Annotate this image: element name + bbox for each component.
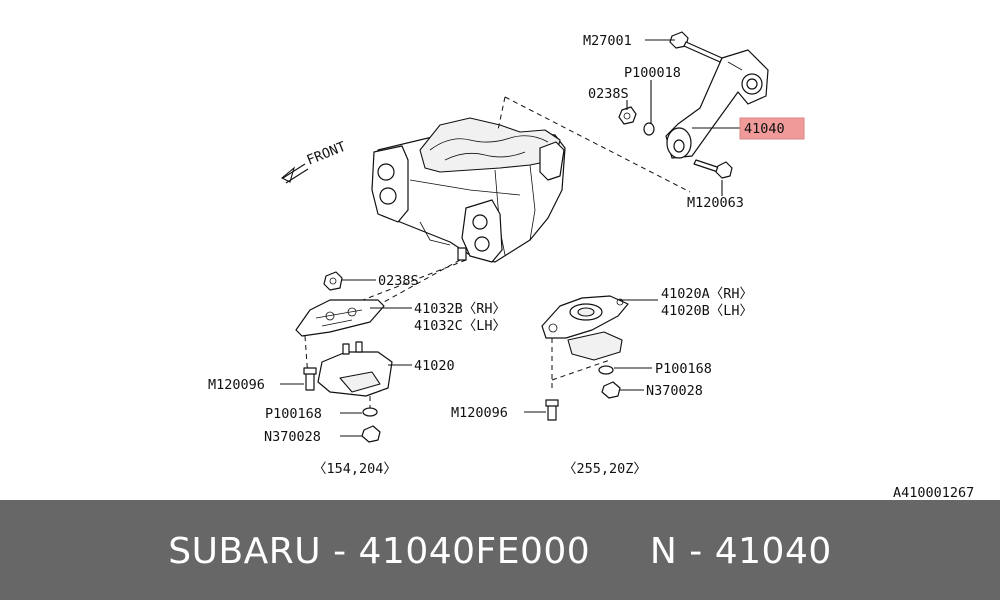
label-range-left: 〈154,204〉 xyxy=(313,461,397,477)
part-number-title: SUBARU - 41040FE000 N - 41040 xyxy=(168,531,832,572)
label-0238s-top: 0238S xyxy=(588,86,629,102)
engine-block-illustration xyxy=(371,117,566,263)
label-m120096-left: M120096 xyxy=(208,377,265,393)
label-41020a: 41020A〈RH〉 xyxy=(661,286,753,302)
front-label: FRONT xyxy=(305,139,349,169)
label-41040: 41040 xyxy=(744,121,785,137)
label-p100168-right: P100168 xyxy=(655,361,712,377)
left-leader-lines xyxy=(280,279,412,437)
right-leader-lines xyxy=(524,299,658,413)
label-n370028-right: N370028 xyxy=(646,383,703,399)
label-41020: 41020 xyxy=(414,358,455,374)
label-p100018: P100018 xyxy=(624,65,681,81)
right-mount-assembly xyxy=(541,295,629,421)
label-m120096-right: M120096 xyxy=(451,405,508,421)
parts-diagram: FRONT xyxy=(208,31,974,500)
front-direction-indicator: FRONT xyxy=(281,139,349,184)
left-mount-assembly xyxy=(295,259,467,443)
footer-bar: SUBARU - 41040FE000 N - 41040 xyxy=(0,500,1000,600)
label-41032c: 41032C〈LH〉 xyxy=(414,318,506,334)
label-41020b: 41020B〈LH〉 xyxy=(661,303,753,319)
label-0238s-left: 0238S xyxy=(378,273,419,289)
top-leader-lines xyxy=(626,39,740,196)
label-m27001: M27001 xyxy=(583,33,632,49)
pitch-stopper-assembly xyxy=(497,31,769,193)
highlight-41040 xyxy=(739,117,805,140)
label-p100168-left: P100168 xyxy=(265,406,322,422)
label-m120063: M120063 xyxy=(687,195,744,211)
label-41032b: 41032B〈RH〉 xyxy=(414,301,506,317)
label-n370028-left: N370028 xyxy=(264,429,321,445)
diagram-reference-code: A410001267 xyxy=(893,485,974,500)
label-range-right: 〈255,20Z〉 xyxy=(563,461,647,477)
